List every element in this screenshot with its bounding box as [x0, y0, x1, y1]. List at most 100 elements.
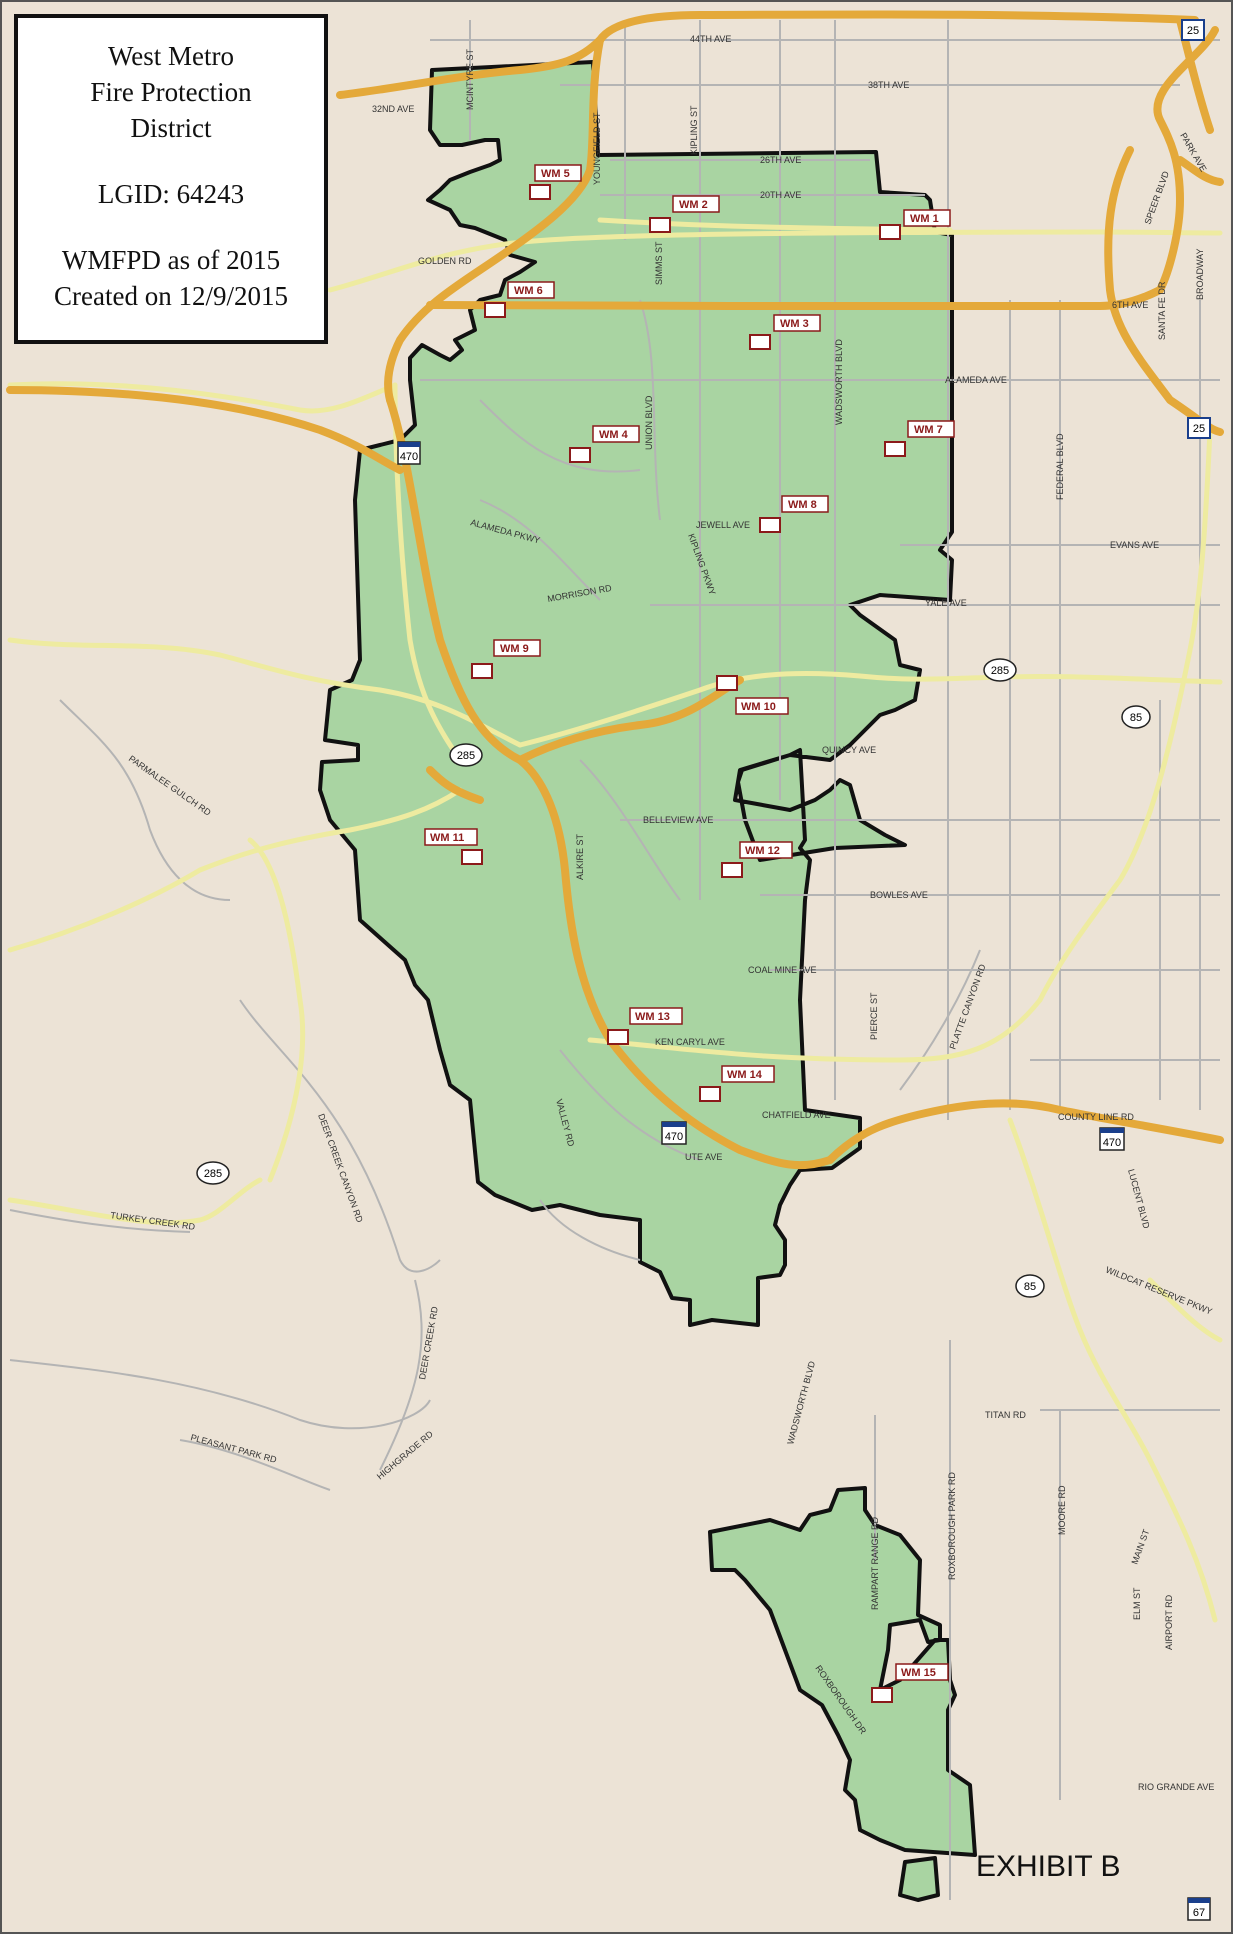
fire-station-wm8[interactable]: WM 8	[759, 495, 829, 533]
road-label: RIO GRANDE AVE	[1138, 1782, 1214, 1792]
svg-text:WM 9: WM 9	[500, 643, 529, 655]
title-line-2: Fire Protection	[90, 77, 252, 107]
road-label: YALE AVE	[925, 598, 967, 608]
svg-text:285: 285	[204, 1168, 222, 1180]
district-small-parcel	[898, 1856, 940, 1902]
svg-text:WM 3: WM 3	[780, 318, 809, 330]
shield-25-south: 25	[1187, 417, 1211, 439]
road-label: MCINTYRE ST	[465, 48, 475, 110]
road-label: 32ND AVE	[372, 104, 414, 114]
highway-shields: 25 25 470 470 470 285 285 285 85 85 67	[196, 19, 1211, 1921]
svg-text:85: 85	[1130, 712, 1142, 724]
shield-67: 67	[1187, 1897, 1211, 1921]
fire-station-wm11[interactable]: WM 11	[424, 828, 483, 865]
svg-text:WM 1: WM 1	[910, 213, 939, 225]
svg-text:WM 11: WM 11	[430, 832, 464, 844]
fire-station-wm3[interactable]: WM 3	[749, 314, 821, 350]
road-label: ALKIRE ST	[575, 833, 585, 880]
road-label: 26TH AVE	[760, 155, 801, 165]
road-label: QUINCY AVE	[822, 745, 876, 755]
road-label: 6TH AVE	[1112, 300, 1148, 310]
fire-stations: WM 1 WM 2 WM 3 WM 4 WM 5 WM 6 WM 7 WM 8 …	[424, 164, 955, 1703]
date-block: WMFPD as of 2015 Created on 12/9/2015	[18, 242, 324, 314]
road-label: BROADWAY	[1195, 248, 1205, 300]
fire-station-wm5[interactable]: WM 5	[529, 164, 582, 200]
road-label: 38TH AVE	[868, 80, 909, 90]
shield-85-south: 85	[1015, 1274, 1045, 1298]
title-line-1: West Metro	[107, 41, 235, 71]
fire-station-wm1[interactable]: WM 1	[879, 209, 951, 240]
svg-text:WM 10: WM 10	[741, 701, 776, 713]
fire-station-wm13[interactable]: WM 13	[607, 1007, 683, 1045]
fire-station-wm9[interactable]: WM 9	[471, 639, 541, 679]
road-label: BOWLES AVE	[870, 890, 928, 900]
svg-text:285: 285	[457, 750, 475, 762]
road-label: EVANS AVE	[1110, 540, 1159, 550]
fire-station-wm4[interactable]: WM 4	[569, 425, 640, 463]
shield-85-north: 85	[1121, 705, 1151, 729]
road-label: FEDERAL BLVD	[1055, 433, 1065, 500]
svg-text:WM 14: WM 14	[727, 1069, 763, 1081]
road-label: 20TH AVE	[760, 190, 801, 200]
road-label: SIMMS ST	[654, 241, 664, 285]
fire-station-wm6[interactable]: WM 6	[484, 281, 555, 318]
shield-285-west: 285	[196, 1161, 230, 1185]
map-title-box: West Metro Fire Protection District LGID…	[14, 14, 328, 344]
fire-station-wm2[interactable]: WM 2	[649, 195, 720, 233]
road-label: UTE AVE	[685, 1152, 722, 1162]
road-label: CHATFIELD AVE	[762, 1110, 831, 1120]
fire-station-wm10[interactable]: WM 10	[716, 675, 789, 715]
road-label: MOORE RD	[1057, 1485, 1067, 1535]
shield-470-north: 470	[397, 441, 421, 465]
shield-25-north: 25	[1181, 19, 1205, 41]
road-label: AIRPORT RD	[1164, 1594, 1174, 1650]
road-label: TITAN RD	[985, 1410, 1026, 1420]
fire-station-wm15[interactable]: WM 15	[871, 1663, 949, 1703]
svg-text:WM 6: WM 6	[514, 285, 543, 297]
minor-roads	[9, 20, 1220, 1900]
svg-text:25: 25	[1193, 423, 1205, 435]
road-label: KEN CARYL AVE	[655, 1037, 725, 1047]
road-label: KIPLING ST	[689, 105, 699, 155]
road-label: RAMPART RANGE RD	[870, 1516, 880, 1610]
lgid-label: LGID: 64243	[97, 179, 245, 209]
road-label: JEWELL AVE	[696, 520, 750, 530]
fire-station-wm12[interactable]: WM 12	[721, 841, 793, 878]
svg-text:470: 470	[400, 451, 418, 463]
road-label: PIERCE ST	[869, 992, 879, 1040]
svg-text:470: 470	[1103, 1137, 1121, 1149]
district-south-area	[708, 1486, 977, 1857]
svg-text:25: 25	[1187, 25, 1199, 37]
fire-station-wm14[interactable]: WM 14	[699, 1065, 775, 1102]
svg-text:WM 2: WM 2	[679, 199, 708, 211]
district-main-area	[318, 60, 954, 1327]
svg-text:WM 12: WM 12	[745, 845, 780, 857]
road-label: COUNTY LINE RD	[1058, 1112, 1134, 1122]
exhibit-label: EXHIBIT B	[976, 1850, 1121, 1883]
road-label: GOLDEN RD	[418, 256, 472, 266]
svg-text:WM 4: WM 4	[599, 429, 629, 441]
road-label: UNION BLVD	[644, 395, 654, 450]
road-label: SANTA FE DR	[1157, 281, 1167, 340]
shield-470-south: 470	[661, 1121, 687, 1145]
road-label: ELM ST	[1132, 1587, 1142, 1620]
as-of-label: WMFPD as of 2015	[61, 245, 281, 275]
shield-285-east: 285	[983, 658, 1017, 682]
created-label: Created on 12/9/2015	[54, 281, 288, 311]
svg-text:85: 85	[1024, 1281, 1036, 1293]
road-label: ROXBOROUGH PARK RD	[947, 1472, 957, 1580]
svg-text:285: 285	[991, 665, 1009, 677]
svg-text:470: 470	[665, 1131, 683, 1143]
svg-text:WM 13: WM 13	[635, 1011, 670, 1023]
road-label: WADSWORTH BLVD	[834, 339, 844, 425]
major-roads	[7, 217, 1223, 1623]
svg-text:WM 5: WM 5	[541, 168, 570, 180]
road-label: ALAMEDA AVE	[945, 375, 1007, 385]
shield-470-east: 470	[1099, 1127, 1125, 1151]
road-label: YOUNGFIELD ST	[592, 112, 602, 185]
highways	[6, 10, 1224, 1170]
road-label: 44TH AVE	[690, 34, 731, 44]
svg-text:WM 15: WM 15	[901, 1667, 936, 1679]
fire-station-wm7[interactable]: WM 7	[884, 420, 955, 457]
